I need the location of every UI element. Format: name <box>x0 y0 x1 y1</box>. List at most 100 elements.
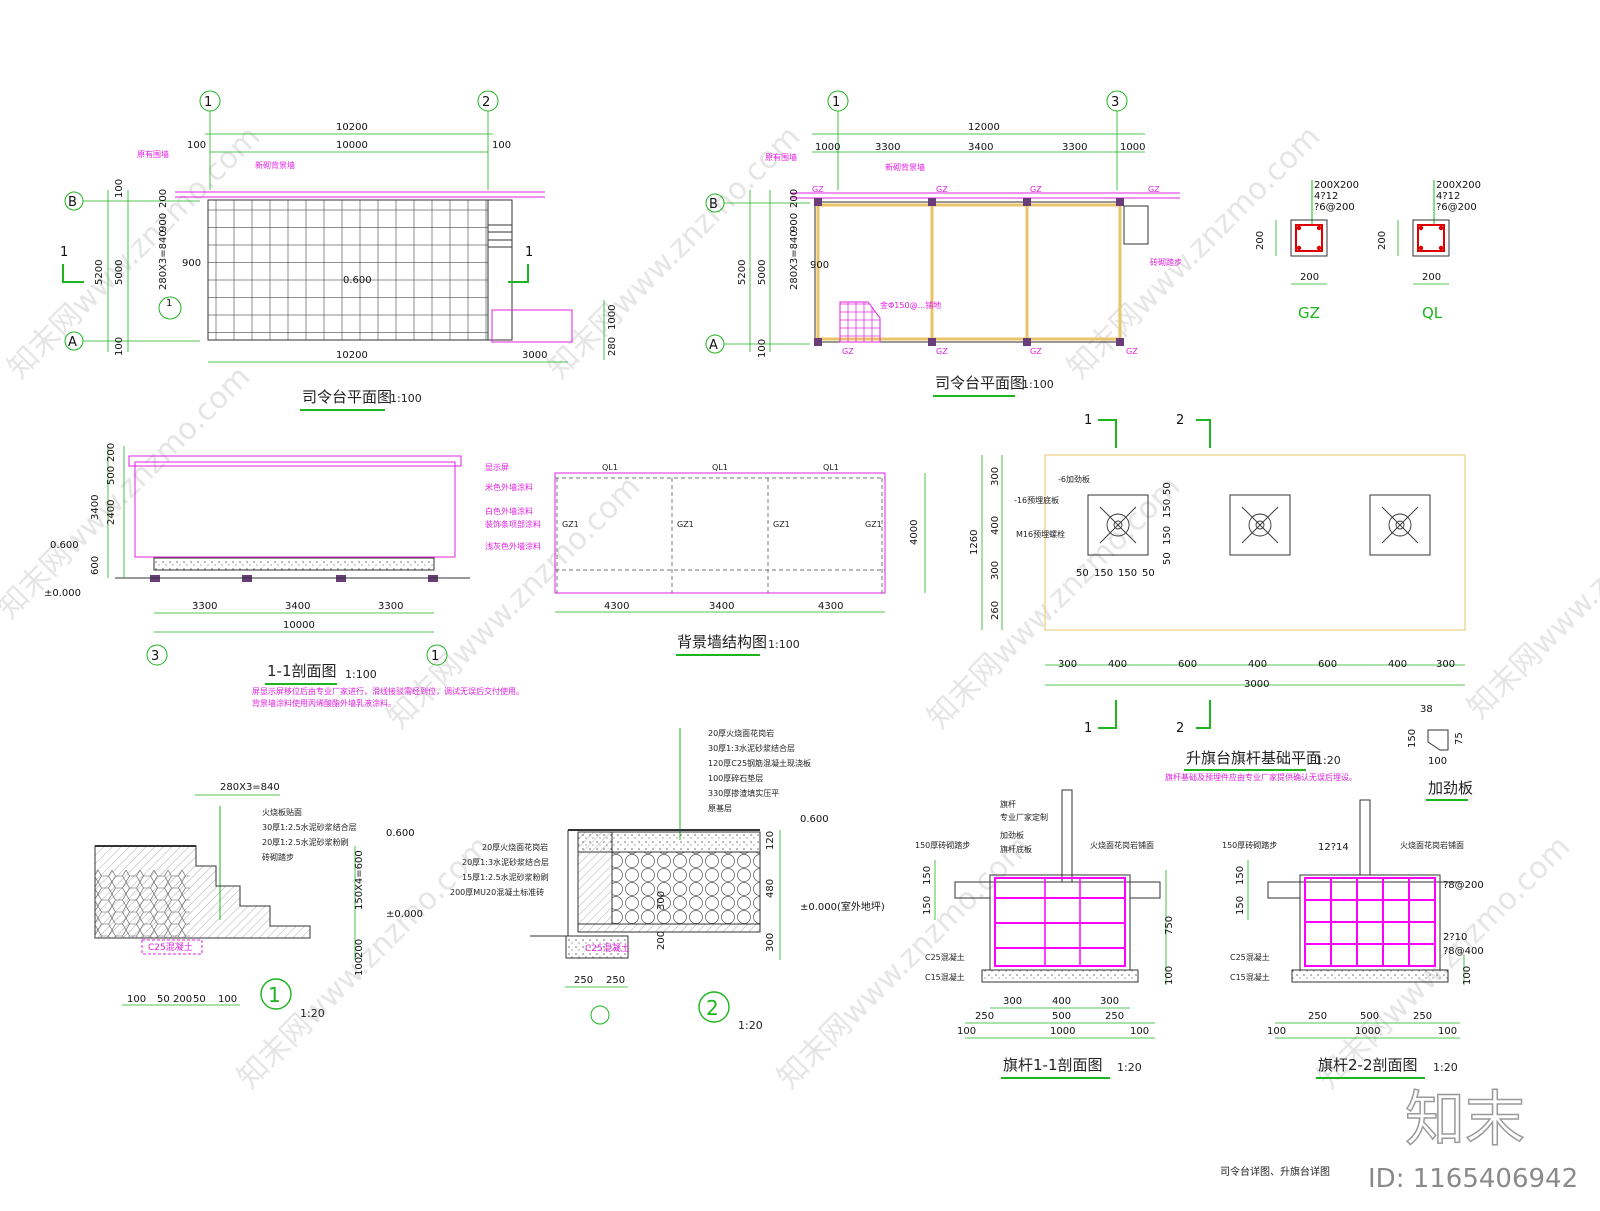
dim-text: 200 <box>1300 272 1319 283</box>
dim-text: 3000 <box>522 350 547 361</box>
dim-text: 200 <box>656 931 667 950</box>
concrete-label: C25混凝土 <box>148 941 193 953</box>
axis-label: B <box>709 197 718 212</box>
dim-text: 900 <box>182 258 201 269</box>
wall-structure: QL1 QL1 QL1 GZ1 GZ1 GZ1 GZ1 4000 4300 34… <box>554 463 926 656</box>
note-label: 砖砌踏步 <box>1150 257 1182 267</box>
dim-text: 100 <box>127 994 146 1005</box>
dim-text: 200 <box>173 994 192 1005</box>
column-sections: 200X200 4?12 ?6@200 200 200 GZ 200X200 4… <box>1255 180 1481 322</box>
drawing-scale: 1:20 <box>738 1019 763 1032</box>
layer-label: 火烧板贴面 <box>262 807 302 817</box>
dim-text: 300 <box>1436 659 1455 670</box>
dim-text: 250 <box>1413 1011 1432 1022</box>
dim-text: 100 <box>957 1026 976 1037</box>
dim-text: 400 <box>1052 996 1071 1007</box>
image-id: ID: 1165406942 <box>1368 1164 1578 1194</box>
axis-label: A <box>709 338 718 353</box>
dim-text: 3300 <box>1062 142 1087 153</box>
dim-text: 100 <box>218 994 237 1005</box>
dim-text: 5200 <box>94 260 105 285</box>
dim-text: 1000 <box>1050 1026 1075 1037</box>
dim-text: 100 <box>114 337 125 356</box>
dim-text: 400 <box>1388 659 1407 670</box>
layer-label: 砖砌踏步 <box>262 852 294 862</box>
dim-text: 300 <box>656 891 667 910</box>
section-mark: 1 <box>1084 721 1092 736</box>
gz-label: GZ <box>936 185 948 194</box>
gz-label: GZ <box>1148 185 1160 194</box>
dim-text: 280 <box>607 337 618 356</box>
dim-text: 500 <box>1052 1011 1071 1022</box>
dim-text: 100 <box>1438 1026 1457 1037</box>
dim-text: 38 <box>1420 704 1433 715</box>
pole-label: 火烧面花岗岩铺面 <box>1400 840 1464 850</box>
dim-text: 5200 <box>737 260 748 285</box>
dim-text: 150 <box>1162 526 1173 545</box>
dim-text: 3400 <box>285 601 310 612</box>
material-note: 浅灰色外墙涂料 <box>485 541 541 551</box>
drawing-title: 司令台平面图 <box>935 374 1025 392</box>
layer-label: 30厚1:2.5水泥砂浆结合层 <box>262 822 357 832</box>
dim-text: 50 <box>1162 482 1173 495</box>
dim-text: 150 <box>1162 499 1173 518</box>
drawing-scale: 1:100 <box>768 638 800 651</box>
drawing-title: 旗杆1-1剖面图 <box>1003 1056 1103 1074</box>
drawing-title: 升旗台旗杆基础平面 <box>1186 749 1321 767</box>
gz-label: GZ1 <box>865 520 882 529</box>
col-spec: 4?12 <box>1314 191 1338 202</box>
dim-text: 200 <box>1377 231 1388 250</box>
elev-text: ±0.000(室外地坪) <box>800 900 885 913</box>
dim-text: 10000 <box>283 620 315 631</box>
axis-label: 3 <box>1111 95 1119 110</box>
dim-text: 4300 <box>818 601 843 612</box>
material-note: 白色外墙涂料 <box>485 506 533 516</box>
dim-text: 100 <box>1267 1026 1286 1037</box>
dim-text: 500 <box>106 466 117 485</box>
col-name: QL <box>1422 304 1443 322</box>
dim-text: 250 <box>574 975 593 986</box>
dim-text: 300 <box>1100 996 1119 1007</box>
dim-text: 600 <box>1178 659 1197 670</box>
note-label: 金Φ150@...铺地 <box>880 300 941 310</box>
dim-text: 300 <box>1003 996 1022 1007</box>
dim-text: 250 <box>1105 1011 1124 1022</box>
drawing-scale: 1:100 <box>390 392 422 405</box>
dim-text: 200 <box>158 189 169 208</box>
drawing-title: 司令台平面图 <box>302 388 392 406</box>
dim-text: 1000 <box>607 305 618 330</box>
col-spec: ?6@200 <box>1314 202 1355 213</box>
layer-label: 30厚1:3水泥砂浆结合层 <box>708 743 795 753</box>
plate-label: -16预埋底板 <box>1014 495 1059 505</box>
dim-text: 200 <box>106 443 117 462</box>
gz-label: GZ <box>936 347 948 356</box>
dim-text: 480 <box>765 879 776 898</box>
dim-text: 280X3=840 <box>789 230 800 290</box>
pole-label: ?8@400 <box>1443 946 1484 957</box>
elev-text: ±0.000 <box>44 588 81 599</box>
detail-number: 1 <box>268 983 281 1007</box>
foundation-plan: -6加劲板 -16预埋底板 M16预埋螺栓 1260 300 400 300 2… <box>969 413 1466 782</box>
plan-1: 1 2 B A 100 10200 10000 100 原有围墙 新砌背景墙 0… <box>60 90 618 411</box>
elev-text: 0.600 <box>50 540 79 551</box>
note-label: 原有围墙 <box>137 149 169 159</box>
dim-text: 10200 <box>336 350 368 361</box>
axis-label: A <box>68 335 77 350</box>
drawing-scale: 1:100 <box>1022 378 1054 391</box>
axis-label: 3 <box>151 649 159 664</box>
dim-text: 3400 <box>968 142 993 153</box>
section-1-1: 200 500 3400 2400 600 0.600 ±0.000 显示屏 米… <box>44 443 541 708</box>
axis-label: 1 <box>431 649 439 664</box>
gz-label: GZ1 <box>562 520 579 529</box>
drawing-title: 旗杆2-2剖面图 <box>1318 1056 1418 1074</box>
dim-text: 150 <box>922 866 933 885</box>
detail-2: 20厚火烧面花岗岩 30厚1:3水泥砂浆结合层 120厚C25钢筋混凝土现浇板 … <box>450 728 885 1032</box>
watermark-text: 知末网www.znzmo.com <box>921 469 1187 735</box>
drawing-title: 背景墙结构图 <box>677 633 767 651</box>
layer-label: 200厚MU20混凝土标准砖 <box>450 887 544 897</box>
pole-section-1: 旗杆 专业厂家定制 加劲板 旗杆底板 150厚砖砌踏步 火烧面花岗岩铺面 C25… <box>915 789 1175 1079</box>
dim-text: 1260 <box>969 530 980 555</box>
gz-label: GZ <box>1126 347 1138 356</box>
pole-label: C15混凝土 <box>1230 972 1270 982</box>
dim-text: 50 <box>1162 552 1173 565</box>
